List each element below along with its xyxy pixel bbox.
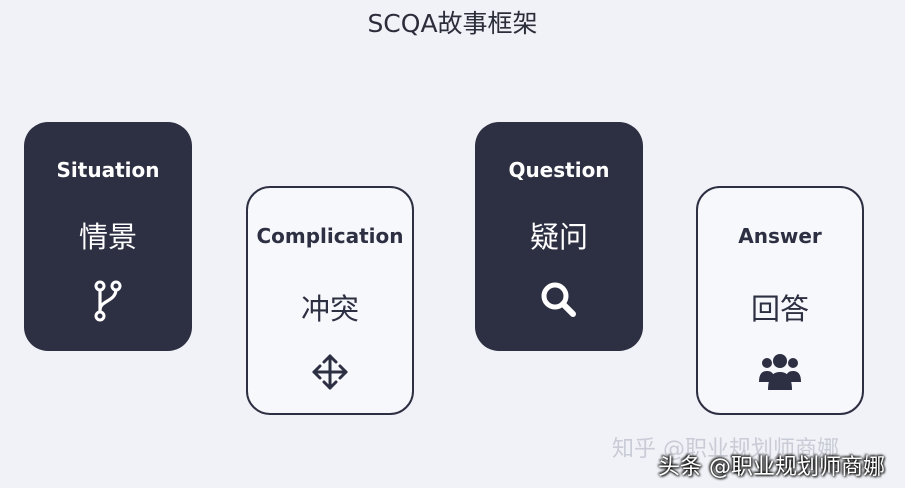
card-complication-en-label: Complication <box>256 224 404 248</box>
diagram-title: SCQA故事框架 <box>367 9 538 38</box>
branch-icon <box>91 280 125 326</box>
watermark-faint: 知乎 @职业规划师商娜 <box>612 437 839 462</box>
card-answer: Answer 回答 <box>696 186 864 415</box>
card-situation: Situation 情景 <box>24 122 192 351</box>
card-situation-en-label: Situation <box>56 158 160 182</box>
move-arrows-icon <box>310 352 350 396</box>
card-question-en-label: Question <box>508 158 610 182</box>
card-answer-zh-label: 回答 <box>750 292 809 326</box>
card-question-zh-label: 疑问 <box>529 220 588 254</box>
users-icon <box>758 352 802 396</box>
search-icon <box>539 280 579 324</box>
card-question: Question 疑问 <box>475 122 643 351</box>
card-complication-zh-label: 冲突 <box>300 292 359 326</box>
watermark-main: 头条 @职业规划师商娜 <box>658 455 885 480</box>
card-situation-zh-label: 情景 <box>78 220 137 254</box>
card-answer-en-label: Answer <box>738 224 822 248</box>
card-complication: Complication 冲突 <box>246 186 414 415</box>
